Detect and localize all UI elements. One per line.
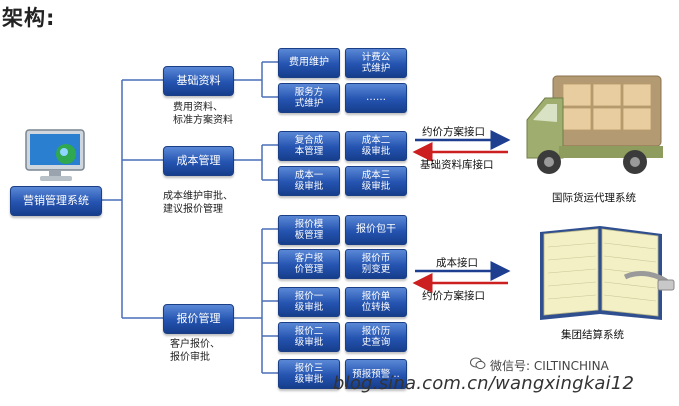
module-box: 复合成 本管理 <box>278 131 340 161</box>
category-label: 基础资料 <box>176 74 221 87</box>
category-cost-desc: 成本维护审批、 建议报价管理 <box>163 191 233 215</box>
category-label: 成本管理 <box>176 154 221 167</box>
computer-monitor-icon <box>25 129 85 181</box>
interface-label: 成本接口 <box>436 257 478 269</box>
module-box: 成本一 级审批 <box>278 166 340 196</box>
wechat-watermark: 微信号: CILTINCHINA <box>490 359 609 373</box>
module-box: 报价包干 <box>345 215 407 245</box>
module-box: 报价历 史查询 <box>345 322 407 352</box>
root-system-label: 营销管理系统 <box>23 194 89 207</box>
category-cost-management: 成本管理 <box>163 146 234 176</box>
page-title: 架构: <box>2 6 56 30</box>
category-quote-desc: 客户报价、 报价审批 <box>170 339 220 363</box>
wechat-icon <box>470 357 486 370</box>
module-box: 报价三 级审批 <box>278 359 340 389</box>
module-box: …… <box>345 83 407 113</box>
category-basic-data: 基础资料 <box>163 66 234 96</box>
module-box: 成本三 级审批 <box>345 166 407 196</box>
category-label: 报价管理 <box>176 312 221 325</box>
module-box: 成本二 级审批 <box>345 131 407 161</box>
blog-url-watermark: blog.sina.com.cn/wangxingkai12 <box>333 373 635 394</box>
category-basic-desc: 费用资料、 标准方案资料 <box>173 102 233 126</box>
root-system-box: 营销管理系统 <box>10 186 102 216</box>
interface-label: 约价方案接口 <box>422 290 485 302</box>
module-box: 报价二 级审批 <box>278 322 340 352</box>
module-box: 服务方 式维护 <box>278 83 340 113</box>
interface-label: 约价方案接口 <box>422 126 485 138</box>
module-box: 报价一 级审批 <box>278 287 340 317</box>
module-box: 费用维护 <box>278 48 340 78</box>
module-box: 报价单 位转换 <box>345 287 407 317</box>
module-box: 客户报 价管理 <box>278 249 340 279</box>
logistics-system-label: 国际货运代理系统 <box>552 192 636 204</box>
category-quote-management: 报价管理 <box>163 304 234 334</box>
settlement-system-label: 集团结算系统 <box>561 329 624 341</box>
truck-icon <box>526 75 663 174</box>
interface-label: 基础资料库接口 <box>420 159 494 171</box>
module-box: 报价币 别变更 <box>345 249 407 279</box>
module-box: 报价模 板管理 <box>278 215 340 245</box>
ledger-book-icon <box>540 226 675 320</box>
module-box: 预报预警… <box>345 359 407 389</box>
module-box: 计费公 式维护 <box>345 48 407 78</box>
